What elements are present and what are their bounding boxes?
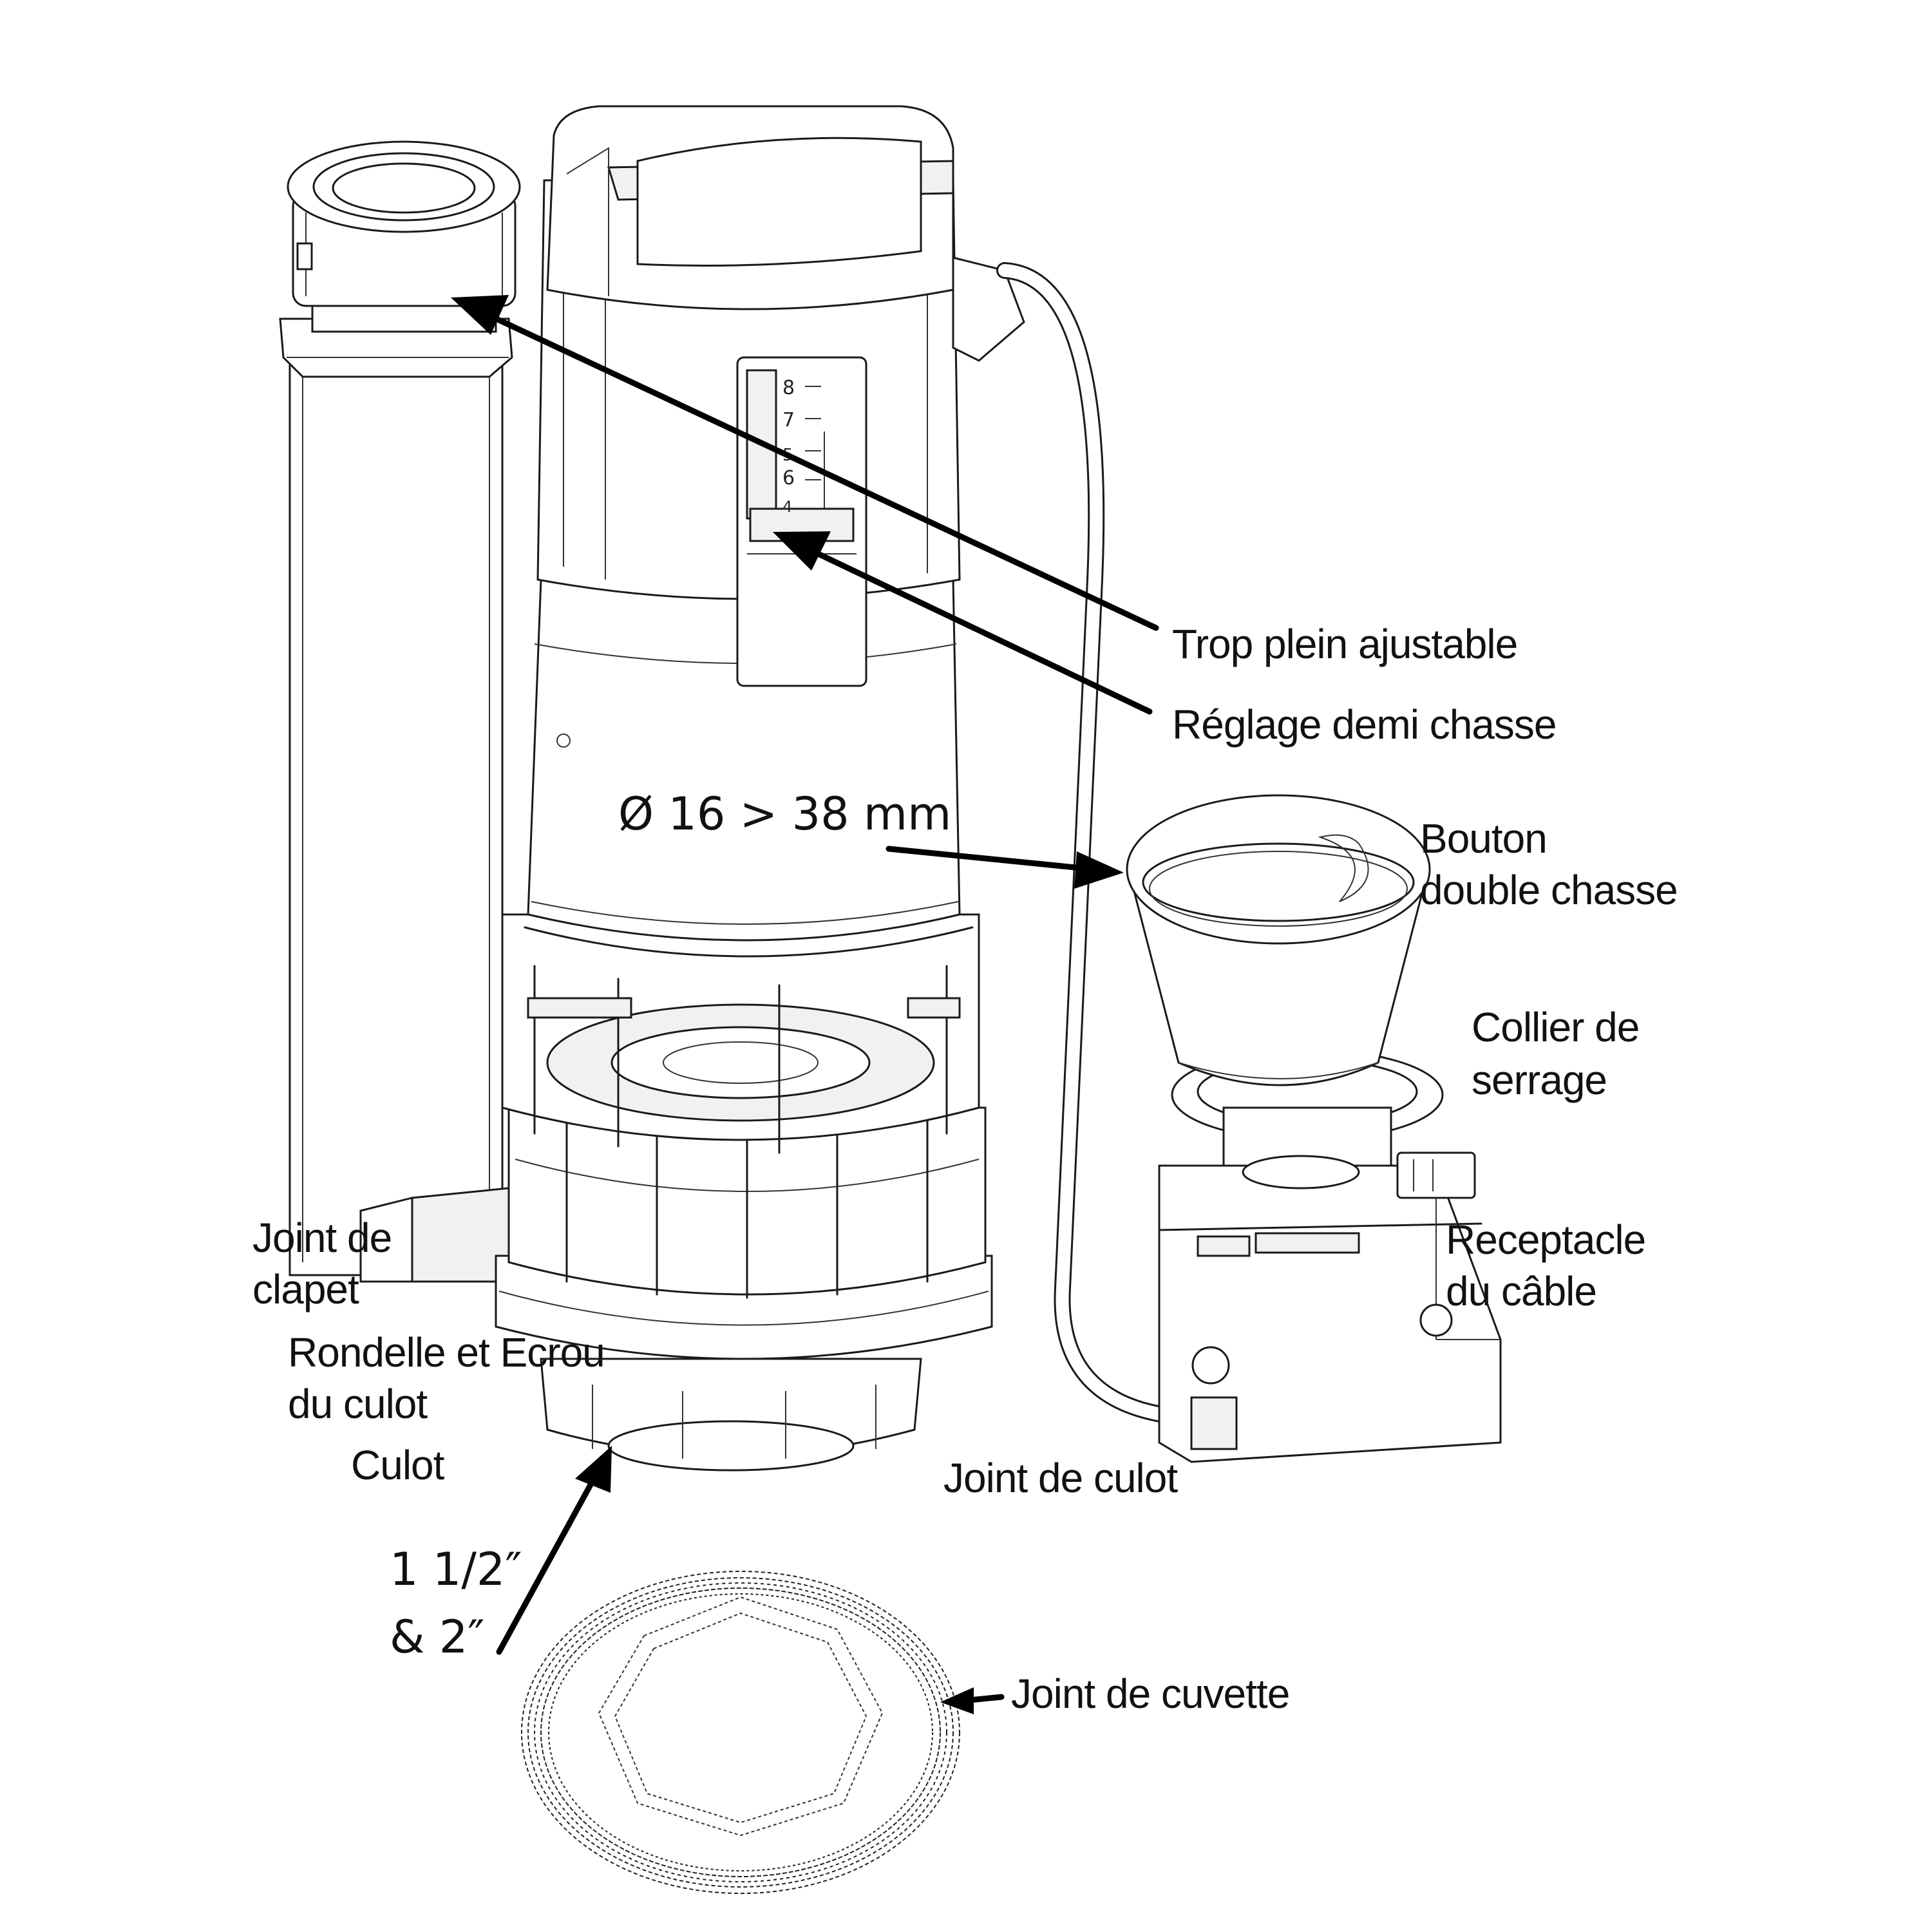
label-collier-1: Collier de <box>1472 1004 1640 1050</box>
label-trop-plein: Trop plein ajustable <box>1172 621 1518 667</box>
label-receptacle-1: Receptacle <box>1446 1217 1646 1263</box>
cable <box>996 262 1187 1425</box>
button-assembly <box>1126 794 1502 1463</box>
label-reglage: Réglage demi chasse <box>1172 701 1557 748</box>
overflow-tube <box>279 140 542 1283</box>
label-size-2: & 2″ <box>390 1611 485 1663</box>
label-diametre: Ø 16 > 38 mm <box>618 788 952 840</box>
label-size-1: 1 1/2″ <box>390 1543 522 1596</box>
scale-mark: 8 <box>782 377 795 399</box>
arrow-diametre <box>886 846 1085 871</box>
arrow-reglage <box>808 547 1153 715</box>
scale-mark: 7 <box>782 409 795 431</box>
flush-scale: 8 7 6 5 4 <box>782 377 821 516</box>
label-joint-clapet-2: clapet <box>252 1266 359 1312</box>
scale-mark: 6 <box>782 467 795 489</box>
label-joint-culot: Joint de culot <box>943 1455 1178 1501</box>
label-collier-2: serrage <box>1472 1057 1607 1103</box>
arrow-size <box>496 1478 596 1655</box>
label-joint-clapet-1: Joint de <box>252 1215 392 1261</box>
label-bouton-1: Bouton <box>1420 815 1548 862</box>
scale-mark: 4 <box>782 498 792 516</box>
label-culot: Culot <box>351 1442 444 1488</box>
label-rondelle-2: du culot <box>288 1381 428 1427</box>
arrow-trop-plein <box>486 312 1159 631</box>
label-joint-cuvette: Joint de cuvette <box>1011 1671 1290 1717</box>
label-rondelle-1: Rondelle et Ecrou <box>288 1329 605 1376</box>
label-receptacle-2: du câble <box>1446 1268 1597 1314</box>
bowl-gasket <box>521 1571 960 1894</box>
valve-body <box>495 105 1025 1472</box>
arrow-joint-cuvette <box>966 1694 1005 1703</box>
label-bouton-2: double chasse <box>1420 867 1678 913</box>
callout-arrows <box>451 295 1159 1714</box>
